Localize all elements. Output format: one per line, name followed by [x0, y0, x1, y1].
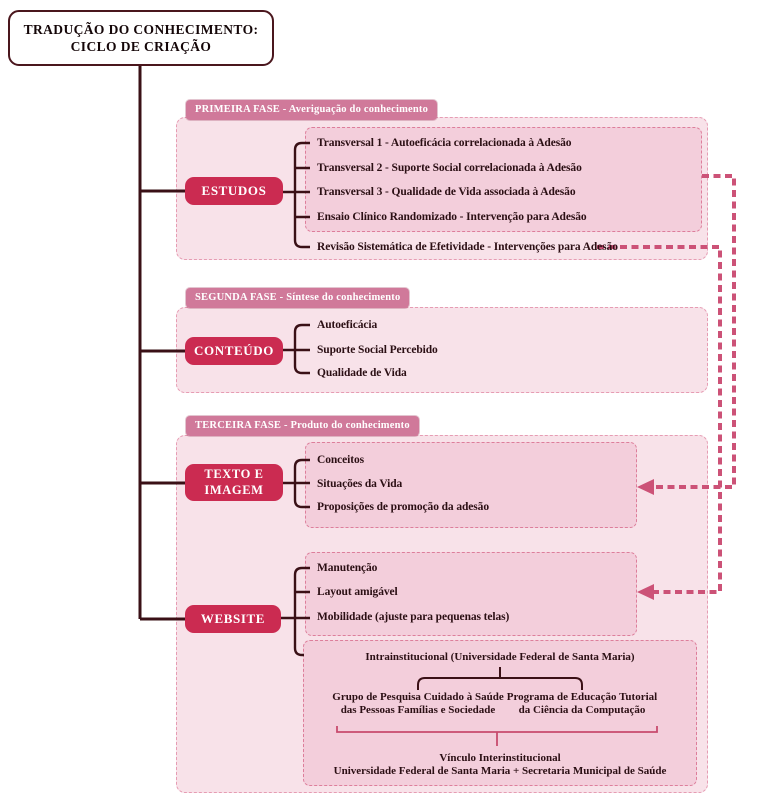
website-item: Manutenção: [317, 562, 378, 574]
phase2-tab: SEGUNDA FASE - Síntese do conhecimento: [186, 288, 410, 308]
phase1-tab: PRIMEIRA FASE - Averiguação do conhecime…: [186, 100, 438, 120]
institutional-left-group: Grupo de Pesquisa Cuidado à Saúde das Pe…: [318, 691, 518, 717]
study-item: Transversal 1 - Autoeficácia correlacion…: [317, 137, 572, 149]
arrowhead-textimage: [637, 479, 654, 495]
node-estudos: ESTUDOS: [185, 177, 283, 205]
diagram-title-line1: TRADUÇÃO DO CONHECIMENTO:: [23, 22, 259, 37]
study-item: Revisão Sistemática de Efetividade - Int…: [317, 241, 618, 253]
node-website: WEBSITE: [185, 605, 281, 633]
institutional-header: Intrainstitucional (Universidade Federal…: [365, 651, 635, 663]
institutional-right-line2: da Ciência da Computação: [518, 704, 646, 716]
institutional-left-line2: das Pessoas Famílias e Sociedade: [340, 704, 496, 716]
diagram-title-box: TRADUÇÃO DO CONHECIMENTO: CICLO DE CRIAÇ…: [8, 10, 274, 66]
phase1-studies-box: [305, 127, 702, 232]
diagram-title-line2: CICLO DE CRIAÇÃO: [70, 39, 212, 54]
textimage-item: Proposições de promoção da adesão: [317, 501, 489, 513]
phase3-textimage-box: [305, 442, 637, 528]
website-item: Mobilidade (ajuste para pequenas telas): [317, 611, 510, 623]
institutional-right-group: Programa de Educação Tutorial da Ciência…: [482, 691, 682, 717]
node-conteudo: CONTEÚDO: [185, 337, 283, 365]
phase3-institutional-box: [303, 640, 697, 786]
arrowhead-website: [637, 584, 654, 600]
phase3-tab: TERCEIRA FASE - Produto do conhecimento: [186, 416, 419, 436]
content-item: Autoeficácia: [317, 319, 378, 331]
textimage-item: Conceitos: [317, 454, 365, 466]
website-item: Layout amigável: [317, 586, 398, 598]
institutional-right-line1: Programa de Educação Tutorial: [506, 691, 658, 703]
content-item: Suporte Social Percebido: [317, 344, 438, 356]
institutional-footer-line2: Universidade Federal de Santa Maria + Se…: [333, 765, 667, 777]
study-item: Transversal 2 - Suporte Social correlaci…: [317, 162, 582, 174]
study-item: Transversal 3 - Qualidade de Vida associ…: [317, 186, 576, 198]
node-texto-imagem: TEXTO E IMAGEM: [185, 464, 283, 501]
textimage-item: Situações da Vida: [317, 478, 403, 490]
content-item: Qualidade de Vida: [317, 367, 407, 379]
institutional-left-line1: Grupo de Pesquisa Cuidado à Saúde: [332, 691, 504, 703]
institutional-footer-line1: Vínculo Interinstitucional: [439, 752, 561, 764]
study-item: Ensaio Clínico Randomizado - Intervenção…: [317, 211, 587, 223]
institutional-footer: Vínculo Interinstitucional Universidade …: [300, 752, 700, 778]
phase3-website-box: [305, 552, 637, 636]
